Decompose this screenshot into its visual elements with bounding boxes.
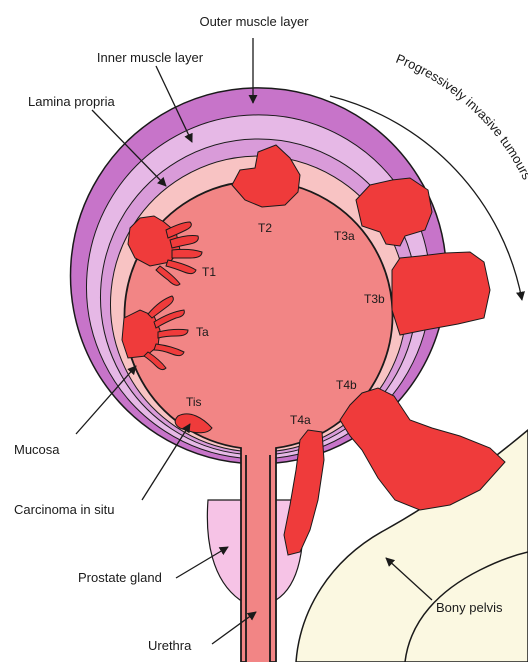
stage-label-t1: T1 bbox=[202, 265, 216, 279]
label-inner-muscle-layer: Inner muscle layer bbox=[97, 50, 204, 65]
label-bony-pelvis: Bony pelvis bbox=[436, 600, 503, 615]
stage-label-t3b: T3b bbox=[364, 292, 385, 306]
label-progressively-invasive-tumours: Progressively invasive tumours bbox=[394, 51, 528, 183]
stage-label-t4b: T4b bbox=[336, 378, 357, 392]
label-outer-muscle-layer: Outer muscle layer bbox=[199, 14, 309, 29]
stage-label-ta: Ta bbox=[196, 325, 209, 339]
urethra bbox=[246, 455, 270, 662]
label-carcinoma-in-situ: Carcinoma in situ bbox=[14, 502, 114, 517]
stage-label-tis: Tis bbox=[186, 395, 202, 409]
label-prostate-gland: Prostate gland bbox=[78, 570, 162, 585]
stage-label-t3a: T3a bbox=[334, 229, 355, 243]
label-lamina-propria: Lamina propria bbox=[28, 94, 115, 109]
label-mucosa: Mucosa bbox=[14, 442, 60, 457]
label-urethra: Urethra bbox=[148, 638, 192, 653]
tumour-t3b bbox=[392, 252, 490, 335]
stage-label-t2: T2 bbox=[258, 221, 272, 235]
stage-label-t4a: T4a bbox=[290, 413, 311, 427]
